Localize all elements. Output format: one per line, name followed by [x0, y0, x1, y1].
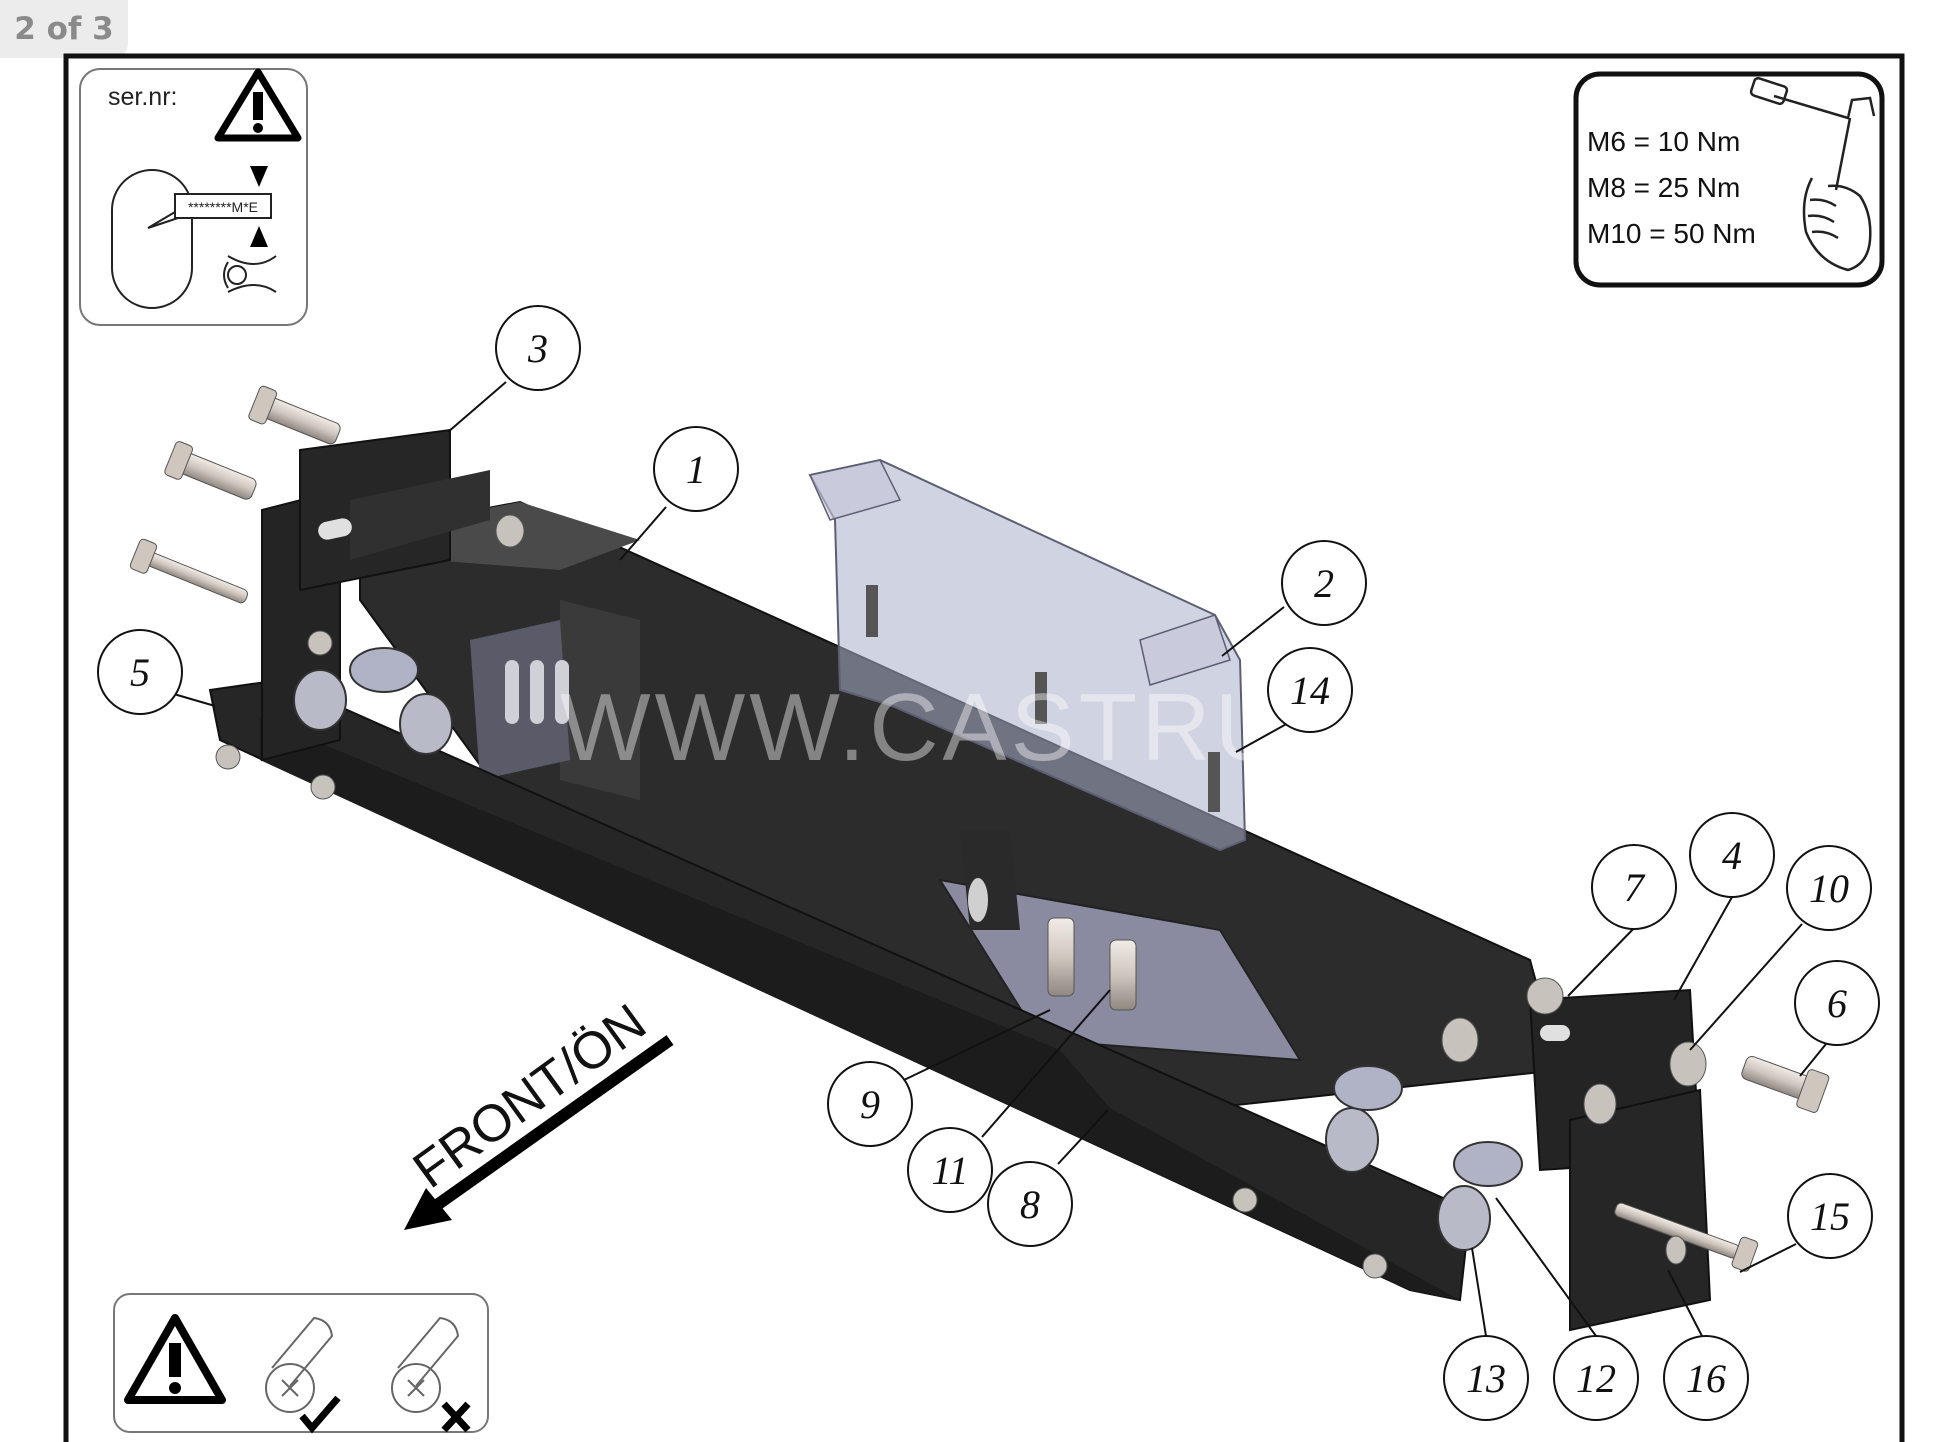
callout-12: 12	[1553, 1335, 1639, 1421]
svg-text:12: 12	[1576, 1356, 1616, 1401]
bolt-tightening-correct-icon	[265, 1316, 341, 1434]
svg-text:5: 5	[130, 650, 150, 695]
torque-line-m6: M6 = 10 Nm	[1587, 126, 1740, 157]
serial-label: ser.nr:	[108, 83, 177, 111]
watermark: WWW.CASTRUMEE	[560, 674, 1508, 781]
callout-5: 5	[97, 629, 183, 715]
leader-lines	[159, 381, 1827, 1337]
svg-text:2: 2	[1314, 561, 1334, 606]
callout-14: 14	[1267, 647, 1353, 733]
callout-6: 6	[1794, 960, 1880, 1046]
svg-text:6: 6	[1827, 981, 1847, 1026]
callout-15: 15	[1787, 1173, 1873, 1259]
svg-text:13: 13	[1466, 1356, 1506, 1401]
callout-16: 16	[1663, 1335, 1749, 1421]
front-direction-arrow: FRONT/ÖN	[403, 993, 674, 1230]
callout-3: 3	[495, 305, 581, 391]
serial-number-box: ser.nr: ********M*E	[79, 68, 308, 326]
svg-text:11: 11	[931, 1148, 968, 1193]
svg-text:3: 3	[527, 326, 548, 371]
serial-plate-text: ********M*E	[188, 199, 258, 215]
eye-icon	[223, 255, 277, 293]
torque-box: M6 = 10 Nm M8 = 25 Nm M10 = 50 Nm	[1573, 71, 1885, 288]
callout-9: 9	[827, 1061, 913, 1147]
svg-text:4: 4	[1722, 833, 1742, 878]
callout-1: 1	[653, 426, 739, 512]
callout-13: 13	[1443, 1335, 1529, 1421]
svg-text:10: 10	[1809, 866, 1849, 911]
bolt-tightening-box	[113, 1293, 489, 1434]
svg-text:8: 8	[1020, 1182, 1040, 1227]
svg-text:14: 14	[1290, 668, 1330, 713]
callout-11: 11	[907, 1127, 993, 1213]
wrench-hand-icon	[1749, 76, 1876, 272]
torque-line-m10: M10 = 50 Nm	[1587, 218, 1756, 249]
svg-text:9: 9	[860, 1082, 880, 1127]
fasteners	[129, 385, 1830, 1279]
callout-8: 8	[987, 1161, 1073, 1247]
callout-7: 7	[1591, 844, 1677, 930]
torque-line-m8: M8 = 25 Nm	[1587, 172, 1740, 203]
svg-text:7: 7	[1624, 865, 1646, 910]
callout-2: 2	[1281, 540, 1367, 626]
page-counter: 2 of 3	[0, 0, 128, 58]
callout-10: 10	[1786, 845, 1872, 931]
page-frame	[63, 53, 1905, 1442]
bolt-tightening-wrong-icon	[391, 1316, 471, 1433]
svg-text:1: 1	[686, 447, 706, 492]
svg-text:16: 16	[1686, 1356, 1726, 1401]
warning-icon	[214, 68, 302, 142]
callout-4: 4	[1689, 812, 1775, 898]
front-label: FRONT/ÖN	[403, 993, 657, 1200]
warning-icon	[124, 1314, 226, 1404]
svg-text:15: 15	[1810, 1194, 1850, 1239]
